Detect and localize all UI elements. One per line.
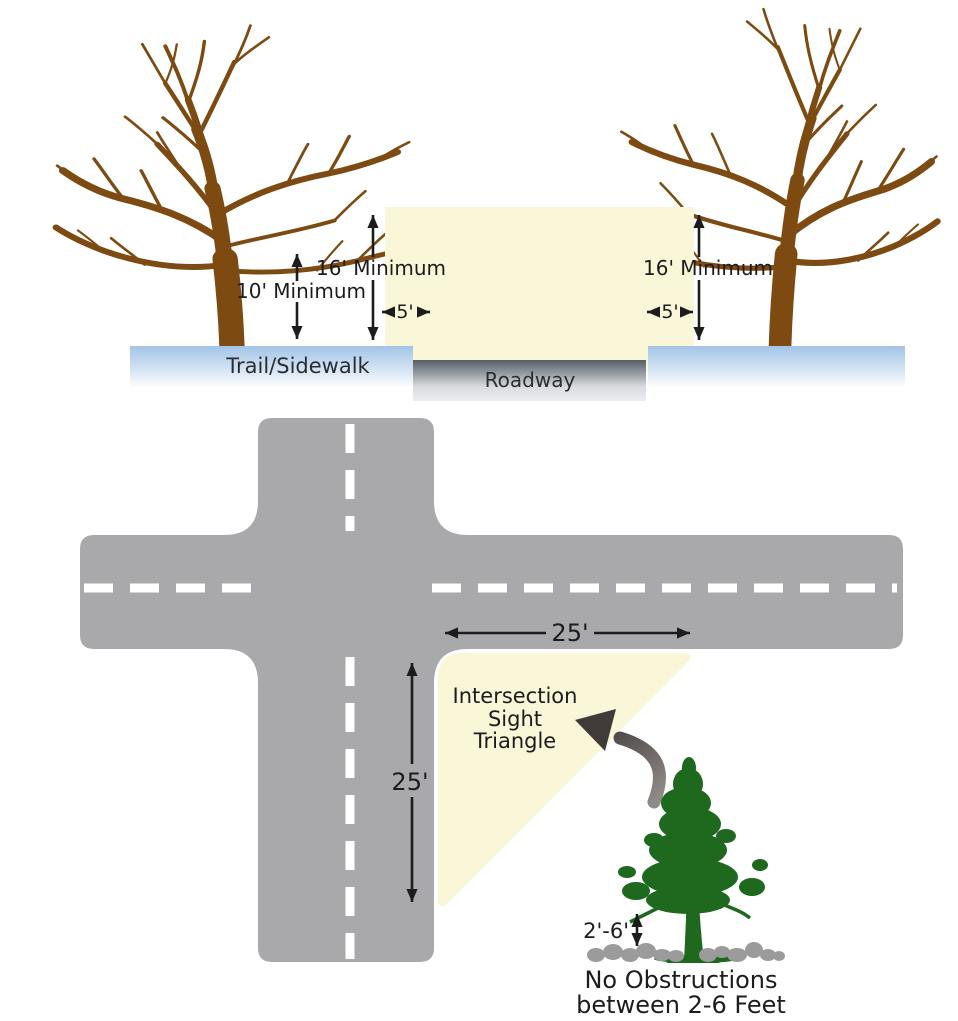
pointer-arrow [575,709,666,809]
roadway-clearance-label-left: 16' Minimum [316,256,446,280]
rock-row [587,942,785,962]
trail-sidewalk-surface-left [130,346,413,388]
sight-triangle-label-line3: Triangle [473,729,556,753]
roadway-clearance-dimension-right: 16' Minimum [643,215,773,340]
evergreen-tree [618,757,768,963]
sight-distance-label-vertical: 25' [391,768,428,796]
sight-distance-label-horizontal: 25' [551,619,588,647]
setback-label-left: 5' [396,301,413,323]
no-obstructions-note: No Obstructions between 2-6 Feet [576,966,786,1019]
trail-clearance-dimension: 10' Minimum [236,254,366,339]
sight-triangle [438,653,691,907]
note-line1: No Obstructions [584,966,777,994]
sight-triangle-label-line2: Sight [488,707,542,731]
intersection-roads [80,418,903,962]
intersection-plan-figure: Intersection Sight Triangle 25' 25' [80,418,903,1019]
sight-triangle-label: Intersection Sight Triangle [453,684,578,753]
setback-dimension-left: 5' [382,301,430,323]
sight-distance-dimension-horizontal: 25' [445,619,690,647]
note-line2: between 2-6 Feet [576,991,786,1019]
trail-sidewalk-label: Trail/Sidewalk [225,354,370,378]
ground-clearance-label: 2'-6' [583,919,629,943]
sight-distance-dimension-vertical: 25' [391,663,429,902]
roadway-clearance-dimension-left: 16' Minimum [316,215,446,340]
sight-triangle-label-line1: Intersection [453,684,578,708]
street-cross-section-figure: Trail/Sidewalk Roadway 10' Minimum 16' M… [0,0,958,401]
pointer-arrowhead [575,709,616,751]
setback-dimension-right: 5' [647,301,693,323]
roadway-surface [413,360,646,401]
evergreen-canopy [618,757,768,914]
ground-clearance-dimension: 2'-6' [583,914,643,946]
vertical-clearance-zone [385,207,694,372]
setback-label-right: 5' [661,301,678,323]
trail-sidewalk-surface-right [648,346,905,388]
roadway-label: Roadway [485,368,576,392]
trail-clearance-label: 10' Minimum [236,279,366,303]
roadway-clearance-label-right: 16' Minimum [643,256,773,280]
